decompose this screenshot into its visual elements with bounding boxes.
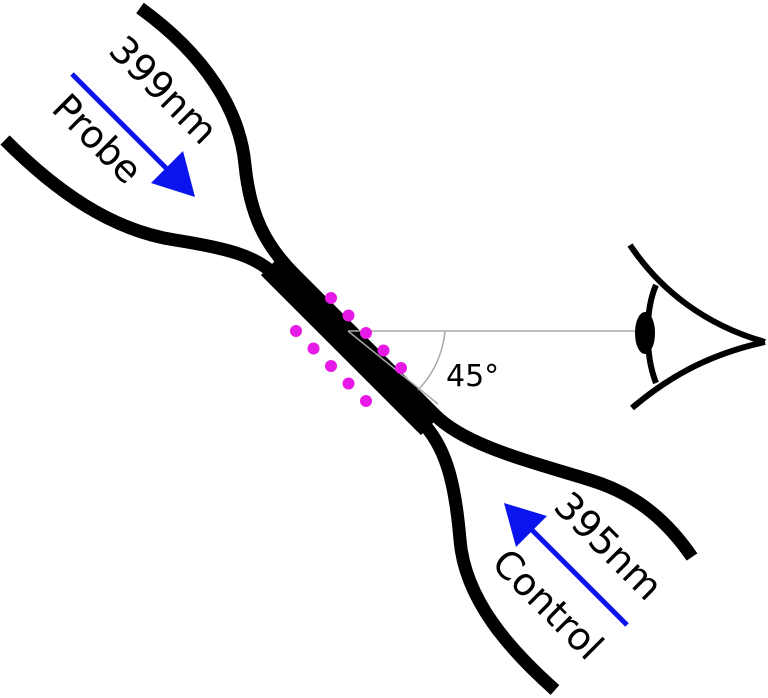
atom-dot — [307, 342, 320, 355]
atom-dot — [342, 377, 355, 390]
angle-label: 45° — [446, 359, 499, 394]
control-beam-arrowhead — [504, 503, 547, 547]
eye-icon — [627, 243, 766, 411]
control-beam-line — [526, 524, 629, 627]
probe-beam-line — [70, 72, 172, 174]
fiber-wall-lower — [0, 135, 560, 695]
atom-dot — [395, 362, 407, 374]
atom-dot — [360, 395, 372, 407]
observation-geometry — [347, 330, 640, 405]
angle-arc — [417, 330, 446, 391]
tapered-fiber — [0, 2, 698, 695]
fiber-axis-guide — [347, 330, 439, 405]
eye-pupil — [635, 312, 655, 354]
eye-lid-upper — [627, 243, 766, 345]
atom-dot — [342, 309, 355, 322]
fiber-wall-upper — [136, 2, 698, 561]
atom-dot — [325, 292, 337, 304]
atom-dot — [377, 344, 390, 357]
probe-beam-arrowhead — [151, 151, 195, 197]
atom-dot — [290, 325, 302, 337]
atom-array — [290, 292, 407, 407]
atom-dot — [325, 360, 337, 372]
fiber-waist — [260, 260, 436, 436]
beam-arrows — [70, 72, 629, 627]
eye-lid-lower — [630, 339, 766, 411]
atom-dot — [360, 327, 372, 339]
